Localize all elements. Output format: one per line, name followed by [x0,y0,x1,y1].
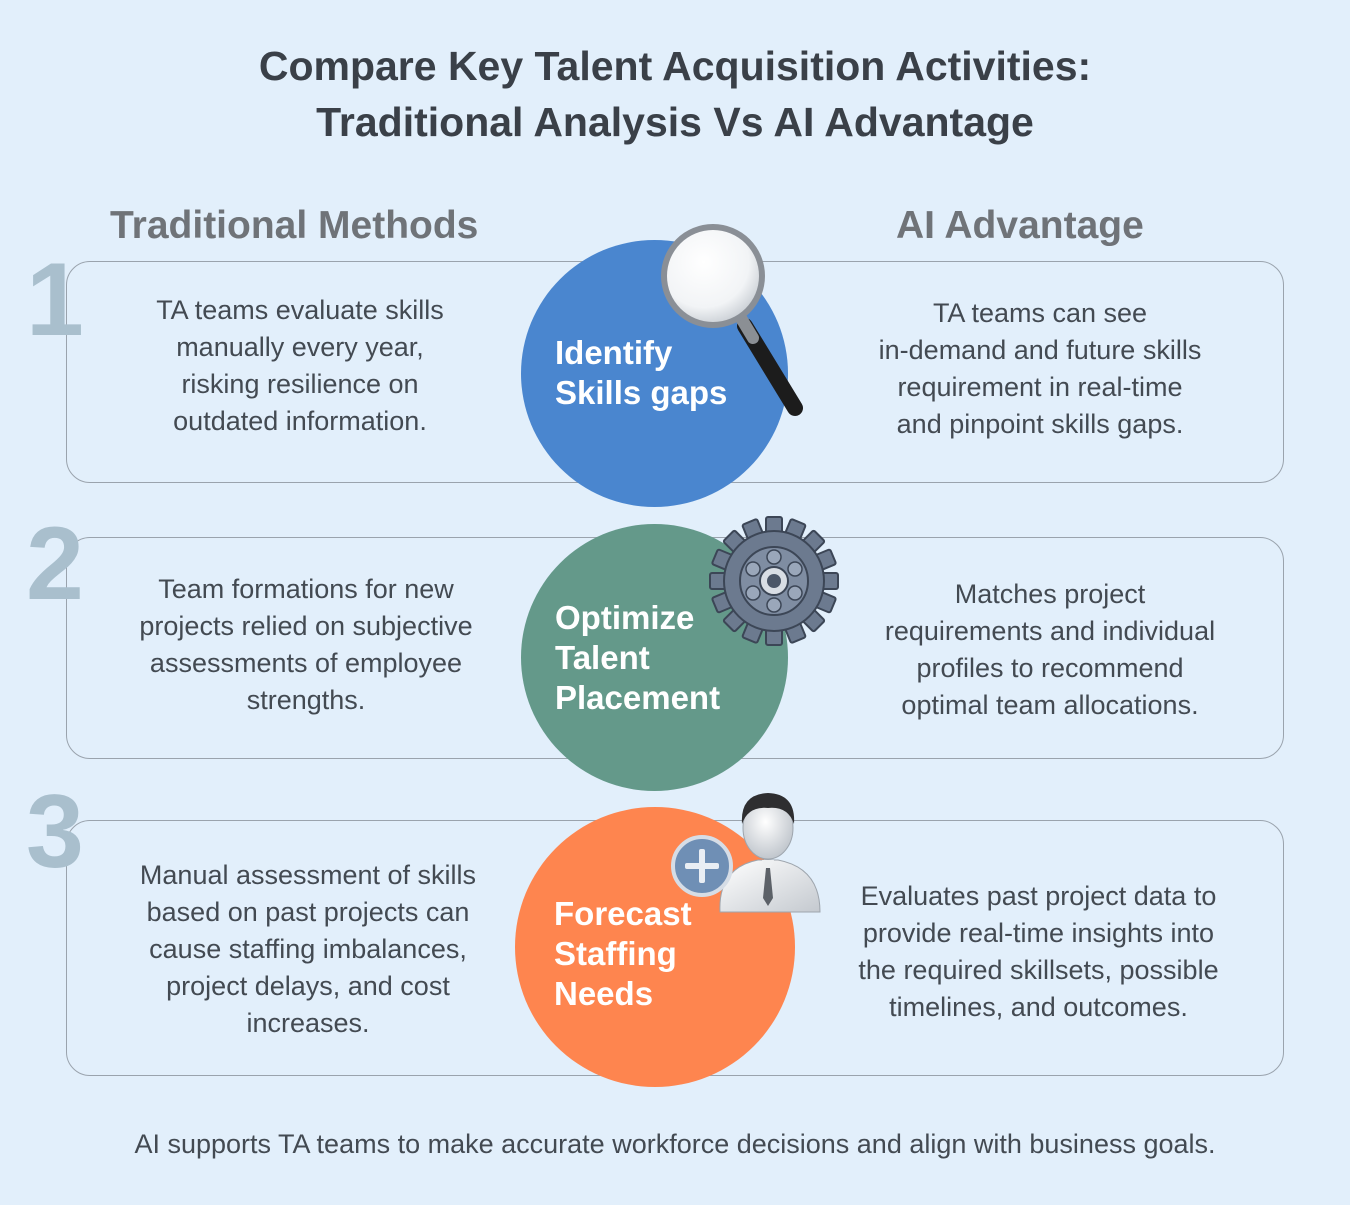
row-3-ai-text: Evaluates past project data to provide r… [858,881,1219,1022]
row-2-circle-label: Optimize Talent Placement [555,599,721,716]
add-person-icon [671,793,821,913]
row-2-traditional-text: Team formations for new projects relied … [139,574,473,715]
magnifier-icon [661,224,803,416]
row-1-traditional-text: TA teams evaluate skills manually every … [156,295,444,436]
gear-icon [709,516,839,646]
ai-advantage-heading: AI Advantage [896,204,1144,247]
row-3-number: 3 [26,774,84,890]
row-1-number: 1 [26,242,84,358]
row-3-circle-label: Forecast Staffing Needs [554,895,692,1012]
title-line-2: Traditional Analysis Vs AI Advantage [316,99,1034,145]
forecast-staffing-needs-circle [515,807,795,1087]
row-2-number: 2 [26,506,84,622]
row-1-ai-text: TA teams can see in-demand and future sk… [878,298,1202,439]
row-3-traditional-text: Manual assessment of skills based on pas… [139,860,477,1038]
page-title: Compare Key Talent Acquisition Activitie… [0,38,1350,150]
footer-summary: AI supports TA teams to make accurate wo… [134,1129,1216,1159]
traditional-methods-heading: Traditional Methods [110,204,479,247]
title-line-1: Compare Key Talent Acquisition Activitie… [258,43,1092,89]
row-2-ai-text: Matches project requirements and individ… [884,579,1216,720]
row-1-circle-label: Identify Skills gaps [555,334,728,411]
